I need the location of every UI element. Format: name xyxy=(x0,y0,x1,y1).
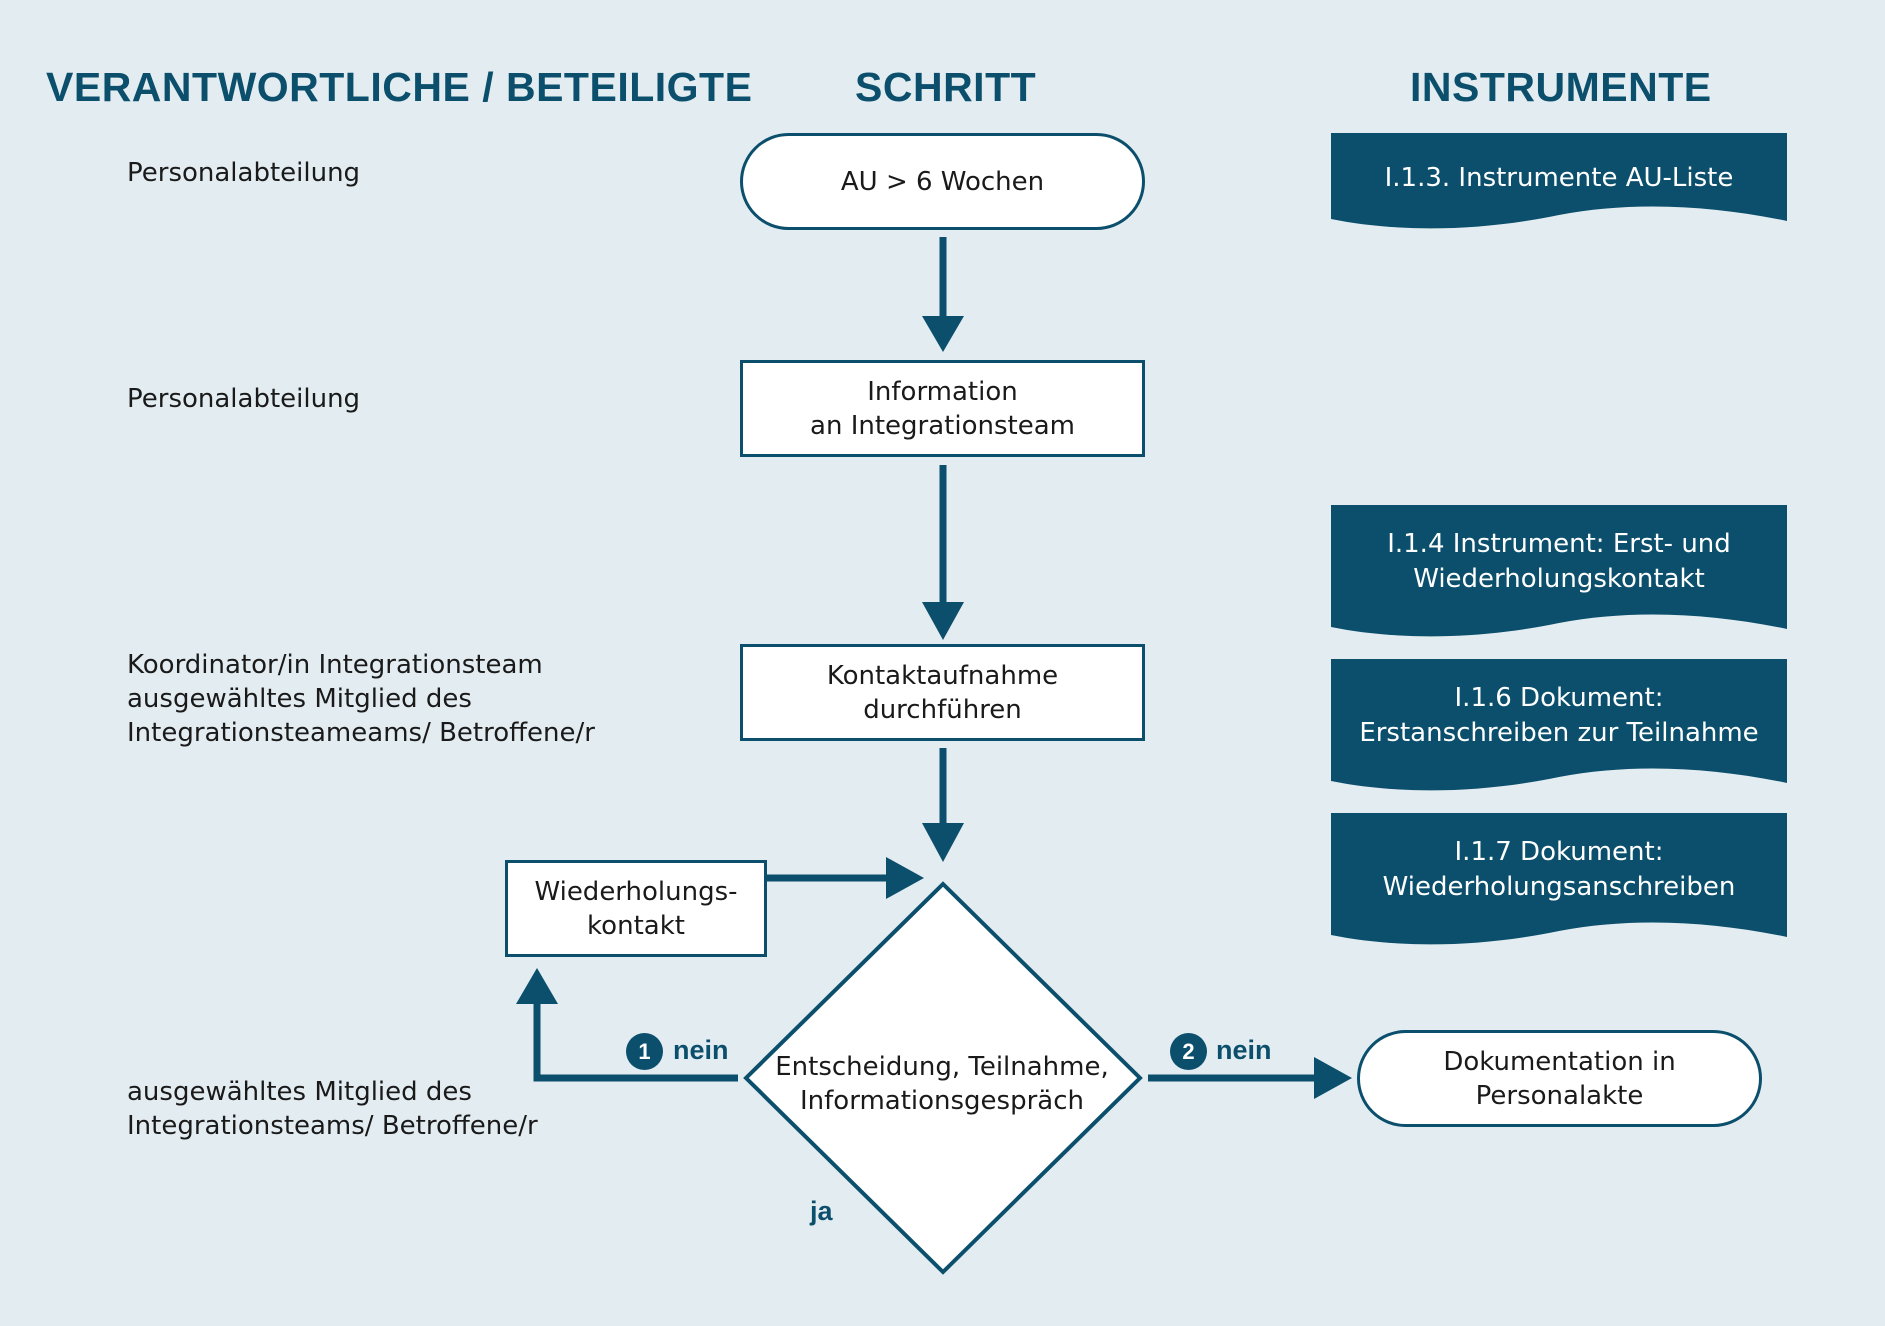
responsible-1-line: Personalabteilung xyxy=(127,158,361,188)
step-contact-line-2: durchführen xyxy=(863,694,1022,725)
step-documentation-line-2: Personalakte xyxy=(1475,1080,1644,1111)
step-start: AU > 6 Wochen xyxy=(740,133,1145,230)
branch-2-badge: 2 xyxy=(1170,1033,1207,1070)
responsible-1: Personalabteilung xyxy=(127,156,360,190)
arrowhead-contact-to-decision xyxy=(922,823,964,862)
instrument-contact-line-1: I.1.4 Instrument: Erst- und xyxy=(1387,529,1731,559)
instrument-repeat-letter: I.1.7 Dokument: Wiederholungsanschreiben xyxy=(1331,813,1787,949)
step-repeat-contact: Wiederholungs- kontakt xyxy=(505,860,767,957)
header-instruments: INSTRUMENTE xyxy=(1410,64,1712,110)
instrument-contact: I.1.4 Instrument: Erst- und Wiederholung… xyxy=(1331,505,1787,641)
branch-yes-label: ja xyxy=(810,1196,833,1226)
step-repeat-line-1: Wiederholungs- xyxy=(534,876,738,907)
arrowhead-repeat-to-decision xyxy=(886,857,924,899)
arrowhead-start-to-info xyxy=(922,316,964,352)
arrow-no1-to-repeat xyxy=(533,998,738,1082)
decision-diamond xyxy=(743,881,1143,1275)
branch-2-label: nein xyxy=(1216,1035,1272,1065)
step-documentation-line-1: Dokumentation in xyxy=(1443,1046,1676,1077)
instrument-repeat-letter-line-2: Wiederholungsanschreiben xyxy=(1382,872,1736,902)
instrument-contact-line-2: Wiederholungskontakt xyxy=(1413,564,1705,594)
branch-1-badge: 1 xyxy=(626,1033,663,1070)
instrument-au-list: I.1.3. Instrumente AU-Liste xyxy=(1331,133,1787,233)
step-start-line: AU > 6 Wochen xyxy=(840,166,1045,197)
responsible-4-line-2: Integrationsteams/ Betroffene/r xyxy=(127,1111,538,1141)
instrument-au-list-line: I.1.3. Instrumente AU-Liste xyxy=(1384,163,1734,193)
instrument-first-letter-line-2: Erstanschreiben zur Teilnahme xyxy=(1359,718,1759,748)
responsible-4: ausgewähltes Mitglied des Integrationste… xyxy=(127,1075,538,1143)
responsible-3-line-2: ausgewähltes Mitglied des xyxy=(127,684,472,714)
arrowhead-info-to-contact xyxy=(922,602,964,640)
decision-line-1: Entscheidung, Teilnahme, xyxy=(775,1052,1109,1082)
instrument-first-letter: I.1.6 Dokument: Erstanschreiben zur Teil… xyxy=(1331,659,1787,795)
arrowhead-no1-to-repeat xyxy=(516,968,558,1004)
step-repeat-line-2: kontakt xyxy=(587,910,685,941)
document-shape xyxy=(1331,813,1787,945)
header-responsible: VERANTWORTLICHE / BETEILIGTE xyxy=(46,64,753,110)
responsible-2: Personalabteilung xyxy=(127,382,360,416)
arrowhead-no2-to-documentation xyxy=(1314,1057,1352,1099)
responsible-2-line: Personalabteilung xyxy=(127,384,361,414)
step-info: Information an Integrationsteam xyxy=(740,360,1145,457)
step-contact-line-1: Kontaktaufnahme xyxy=(826,660,1059,691)
document-shape xyxy=(1331,133,1787,229)
decision-line-2: Informationsgespräch xyxy=(800,1086,1084,1116)
responsible-3-line-3: Integrationsteameams/ Betroffene/r xyxy=(127,718,595,748)
decision-text: Entscheidung, Teilnahme, Informationsges… xyxy=(752,1050,1132,1118)
responsible-3: Koordinator/in Integrationsteam ausgewäh… xyxy=(127,648,595,750)
step-contact: Kontaktaufnahme durchführen xyxy=(740,644,1145,741)
document-shape xyxy=(1331,659,1787,791)
step-info-line-1: Information xyxy=(867,376,1018,407)
instrument-first-letter-line-1: I.1.6 Dokument: xyxy=(1454,683,1664,713)
responsible-4-line-1: ausgewähltes Mitglied des xyxy=(127,1077,472,1107)
step-info-line-2: an Integrationsteam xyxy=(810,410,1075,441)
responsible-3-line-1: Koordinator/in Integrationsteam xyxy=(127,650,543,680)
document-shape xyxy=(1331,505,1787,637)
header-step: SCHRITT xyxy=(855,64,1037,110)
step-documentation: Dokumentation in Personalakte xyxy=(1357,1030,1762,1127)
instrument-repeat-letter-line-1: I.1.7 Dokument: xyxy=(1454,837,1664,867)
branch-1-label: nein xyxy=(673,1035,729,1065)
